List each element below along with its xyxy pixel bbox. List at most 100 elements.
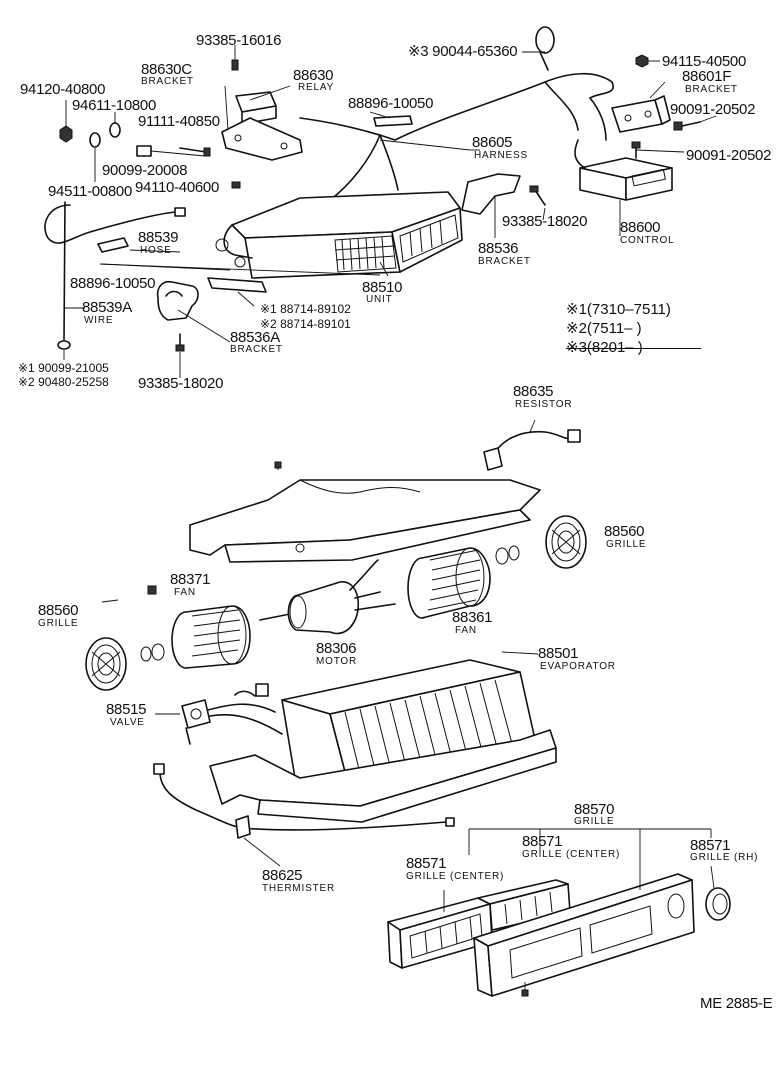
label-88714-89102: ※1 88714-89102: [260, 302, 351, 316]
hose-88539: [44, 201, 186, 341]
band-88896-left: [97, 237, 129, 253]
label-94611-10800: 94611-10800: [72, 97, 157, 114]
label-88571-center-bottom: 88571: [406, 855, 447, 872]
label-88515: 88515: [106, 701, 147, 718]
name-fan-88361: FAN: [455, 625, 477, 636]
name-grille-rh: GRILLE (RH): [690, 852, 759, 863]
thermister-88625: [153, 763, 455, 867]
legend-range-2: (7511– ): [586, 320, 642, 337]
label-90099-21005: ※1 90099-21005: [18, 361, 109, 375]
nut-94115: [635, 54, 649, 68]
bracket-88536: [461, 173, 521, 215]
legend-range-3: (8201– ): [586, 339, 643, 356]
label-88625: 88625: [262, 867, 303, 884]
bolt-90091-b: [631, 141, 641, 159]
leaders-upper: [63, 45, 717, 378]
label-88896-10050-top: 88896-10050: [348, 95, 434, 112]
motor-88306: [259, 559, 396, 635]
label-90480-25258: ※2 90480-25258: [18, 375, 109, 389]
washer-94611: [109, 122, 121, 138]
name-grille-center-bottom: GRILLE (CENTER): [406, 871, 505, 882]
legend-range-1: (7310–7511): [586, 301, 671, 318]
name-grille-88560-left: GRILLE: [38, 618, 79, 629]
name-bracket-88601f: BRACKET: [685, 84, 738, 95]
label-93385-18020-right: 93385-18020: [502, 213, 588, 230]
grille-88560-left: [85, 637, 127, 691]
name-bracket-88536: BRACKET: [478, 256, 531, 267]
label-90099-20008: 90099-20008: [102, 162, 188, 179]
label-88630c: 88630C: [141, 61, 192, 78]
fan-88371: [101, 585, 251, 669]
legend-underline: [566, 348, 701, 349]
label-90091-20502-a: 90091-20502: [670, 101, 756, 118]
legend-row-2: ※2(7511– ): [566, 319, 671, 338]
label-90091-20502-b: 90091-20502: [686, 147, 772, 164]
name-hose: HOSE: [140, 245, 172, 256]
label-88306: 88306: [316, 640, 357, 657]
screw-93385-18020-left: [175, 333, 185, 352]
name-fan-88371: FAN: [174, 587, 196, 598]
name-thermister: THERMISTER: [262, 883, 335, 894]
gasket-88714: [207, 277, 267, 293]
label-88605: 88605: [472, 134, 513, 151]
relay-88630: [235, 91, 277, 125]
fan-88361: [407, 545, 520, 619]
name-valve: VALVE: [110, 717, 145, 728]
legend: ※1(7310–7511) ※2(7511– ) ※3(8201– ): [566, 300, 701, 357]
label-88536: 88536: [478, 240, 519, 257]
label-88560-right: 88560: [604, 523, 645, 540]
label-88571-rh: 88571: [690, 837, 731, 854]
leaders-lower: [155, 651, 715, 912]
label-88630: 88630: [293, 67, 334, 84]
name-control: CONTROL: [620, 235, 675, 246]
label-88560-left: 88560: [38, 602, 79, 619]
label-88539: 88539: [138, 229, 179, 246]
screw-93385-16016: [231, 52, 239, 71]
washer-94511: [89, 132, 101, 148]
screw-93385-18020-right: [529, 185, 546, 206]
label-93385-18020-left: 93385-18020: [138, 375, 224, 392]
name-grille-88570: GRILLE: [574, 816, 615, 827]
bracket-88601f: [611, 95, 671, 133]
label-88601f: 88601F: [682, 68, 732, 85]
label-91111-40850: 91111-40850: [138, 113, 220, 130]
clamp-90044: [535, 26, 555, 71]
label-88501: 88501: [538, 645, 579, 662]
label-88536a: 88536A: [230, 329, 280, 346]
bolt-91111: [179, 147, 211, 157]
resistor-88635: [483, 419, 581, 471]
lower-tray: [209, 729, 557, 823]
bolt-90091-a: [673, 121, 701, 131]
label-88371: 88371: [170, 571, 211, 588]
name-unit: UNIT: [366, 294, 393, 305]
control-88600: [574, 139, 673, 201]
label-94120-40800: 94120-40800: [20, 81, 106, 98]
name-grille-88560-right: GRILLE: [606, 539, 647, 550]
name-relay: RELAY: [298, 82, 335, 93]
harness-wire: [299, 72, 614, 201]
legend-row-3: ※3(8201– ): [566, 338, 671, 357]
label-88361: 88361: [452, 609, 493, 626]
name-grille-center-top: GRILLE (CENTER): [522, 849, 621, 860]
name-bracket-88630c: BRACKET: [141, 76, 194, 87]
label-88510: 88510: [362, 279, 403, 296]
name-evaporator: EVAPORATOR: [540, 661, 616, 672]
name-bracket-88536a: BRACKET: [230, 344, 283, 355]
label-94115-40500: 94115-40500: [662, 53, 747, 70]
label-94110-40600: 94110-40600: [135, 179, 220, 196]
band-88896-right: [373, 115, 413, 127]
label-88635: 88635: [513, 383, 554, 400]
grille-rh-88571: [705, 887, 731, 921]
bracket-88630c: [221, 117, 303, 161]
name-motor: MOTOR: [316, 656, 358, 667]
bracket-88536a: [156, 280, 199, 321]
label-88570: 88570: [574, 801, 615, 818]
collar-90099: [136, 145, 206, 157]
label-88896-10050-left: 88896-10050: [70, 275, 156, 292]
legend-mark-1: ※1: [566, 301, 587, 318]
nut-94120: [59, 125, 73, 143]
label-90044-65360: ※3 90044-65360: [408, 43, 518, 60]
name-harness: HARNESS: [474, 150, 528, 161]
unit-88510: [215, 191, 463, 279]
name-wire: WIRE: [84, 315, 114, 326]
